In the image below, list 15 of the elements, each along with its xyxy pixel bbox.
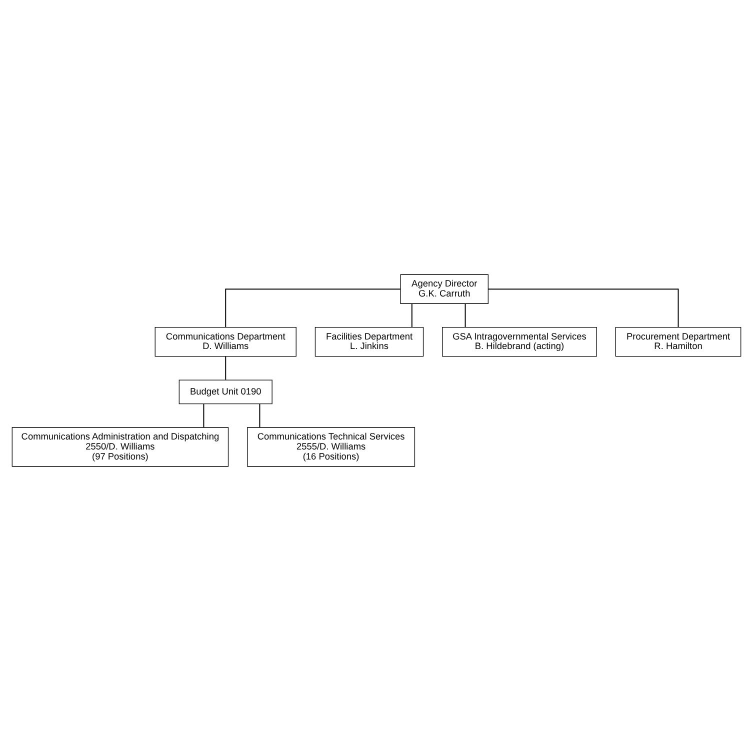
connector: [259, 402, 260, 428]
node-box: Facilities Department L. Jinkins: [314, 326, 424, 356]
node-box: Procurement Department R. Hamilton: [615, 326, 742, 356]
connector: [411, 302, 412, 328]
node-box: Communications Technical Services 2555/D. Williams (16 Positions): [247, 426, 416, 466]
node-box: GSA Intragovernmental Services B. Hildebrand (acting): [442, 326, 597, 356]
connector: [225, 288, 401, 328]
connector: [464, 302, 466, 328]
connector: [488, 288, 679, 328]
connector: [225, 356, 226, 380]
connector: [203, 402, 204, 428]
node-box: Communications Department D. Williams: [154, 326, 296, 356]
node-box: Budget Unit 0190: [178, 379, 272, 404]
node-box: Agency Director G.K. Carruth: [400, 274, 488, 304]
node-box: Communications Administration and Dispatching 2550/D. Williams (97 Positions): [12, 426, 229, 466]
